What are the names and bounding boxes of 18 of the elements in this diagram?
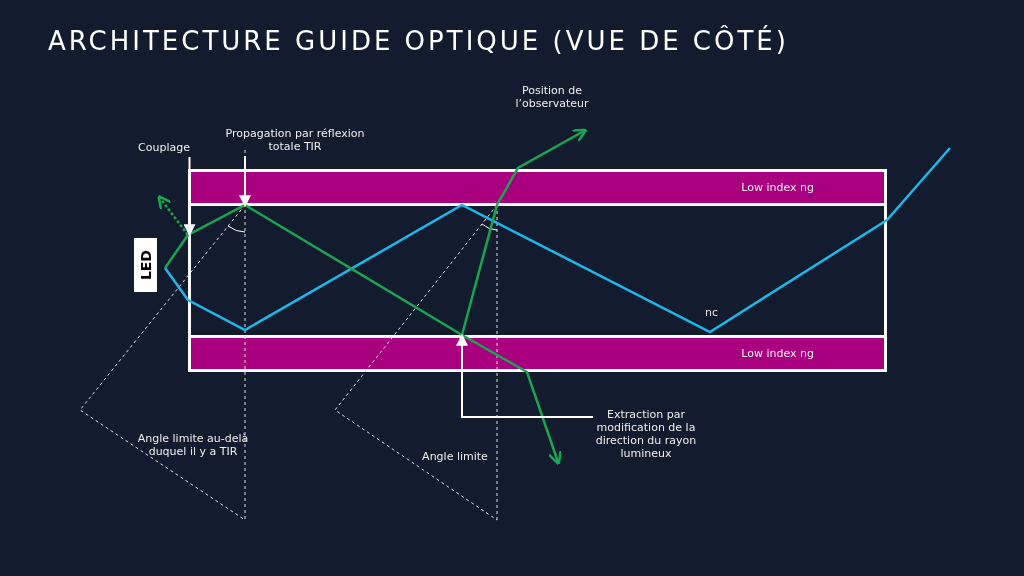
slide-title: ARCHITECTURE GUIDE OPTIQUE (VUE DE CÔTÉ) xyxy=(48,26,789,56)
led-box xyxy=(134,238,157,292)
annotation-text: Extraction par modification de la direction du rayon lumineux xyxy=(595,408,697,460)
layer-label: Low index ng xyxy=(741,347,814,360)
cladding-layer xyxy=(188,169,887,206)
led-label: LED xyxy=(137,249,154,281)
annotation-text: Angle limite au-delà duquel il y a TIR xyxy=(136,432,250,458)
annotation-text: Propagation par réflexion totale TIR xyxy=(222,127,368,153)
leader-line xyxy=(456,333,594,418)
annotation-text: Position de l’observateur xyxy=(514,84,590,110)
index-label: nc xyxy=(705,306,719,319)
leader-line xyxy=(239,155,251,208)
annotation-text: Angle limite xyxy=(421,450,489,463)
cladding-layer xyxy=(188,335,887,372)
layer-label: Low index ng xyxy=(741,181,814,194)
annotation-text: Couplage xyxy=(125,141,203,154)
leader-line xyxy=(183,156,196,237)
waveguide-core xyxy=(188,206,887,335)
